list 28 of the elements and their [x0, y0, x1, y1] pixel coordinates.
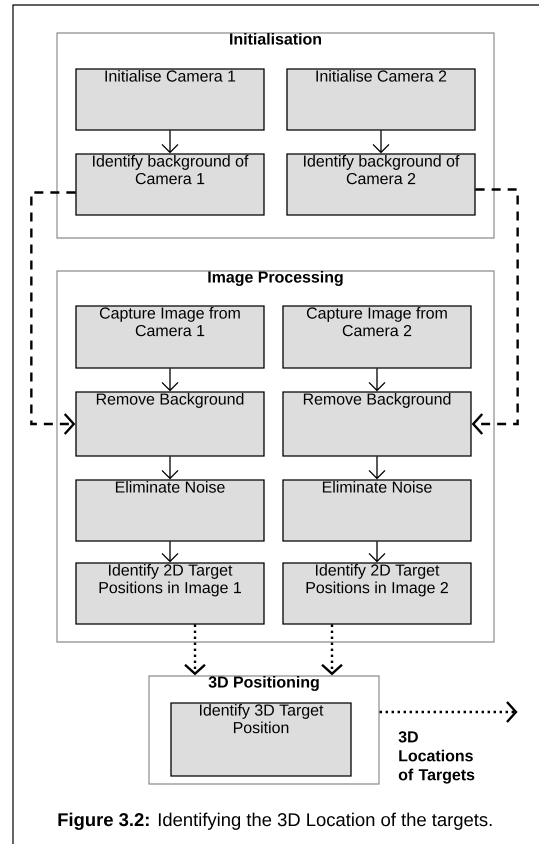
process-box: Capture Image from Camera 2	[282, 305, 472, 369]
process-box: Identify 2D Target Positions in Image 1	[75, 562, 265, 625]
process-box: Eliminate Noise	[282, 479, 472, 542]
arrow	[368, 542, 386, 562]
process-box: Eliminate Noise	[75, 479, 265, 542]
arrow	[368, 456, 386, 480]
caption: Figure 3.2: Identifying the 3D Location of the targets.	[58, 812, 492, 830]
arrow	[368, 368, 386, 392]
arrow	[380, 701, 518, 723]
process-box: Remove Background	[75, 391, 265, 457]
arrow	[184, 624, 206, 676]
arrow	[162, 130, 178, 154]
arrow	[372, 130, 390, 154]
process-box: Initialise Camera 2	[286, 68, 476, 131]
process-box: Capture Image from Camera 1	[75, 305, 265, 369]
arrow	[162, 456, 178, 480]
arrow	[321, 624, 343, 676]
arrow	[472, 188, 519, 435]
arrow	[162, 368, 178, 392]
process-box: Identify 3D Target Position	[170, 702, 352, 777]
edge-label: 3D Locations of Targets	[398, 731, 474, 784]
process-box: Identify background of Camera 1	[75, 153, 265, 216]
arrow	[30, 191, 76, 435]
process-box: Identify 2D Target Positions in Image 2	[282, 562, 472, 625]
process-box: Remove Background	[282, 391, 472, 457]
process-box: Initialise Camera 1	[75, 68, 265, 131]
arrow	[162, 542, 178, 562]
process-box: Identify background of Camera 2	[286, 153, 476, 216]
